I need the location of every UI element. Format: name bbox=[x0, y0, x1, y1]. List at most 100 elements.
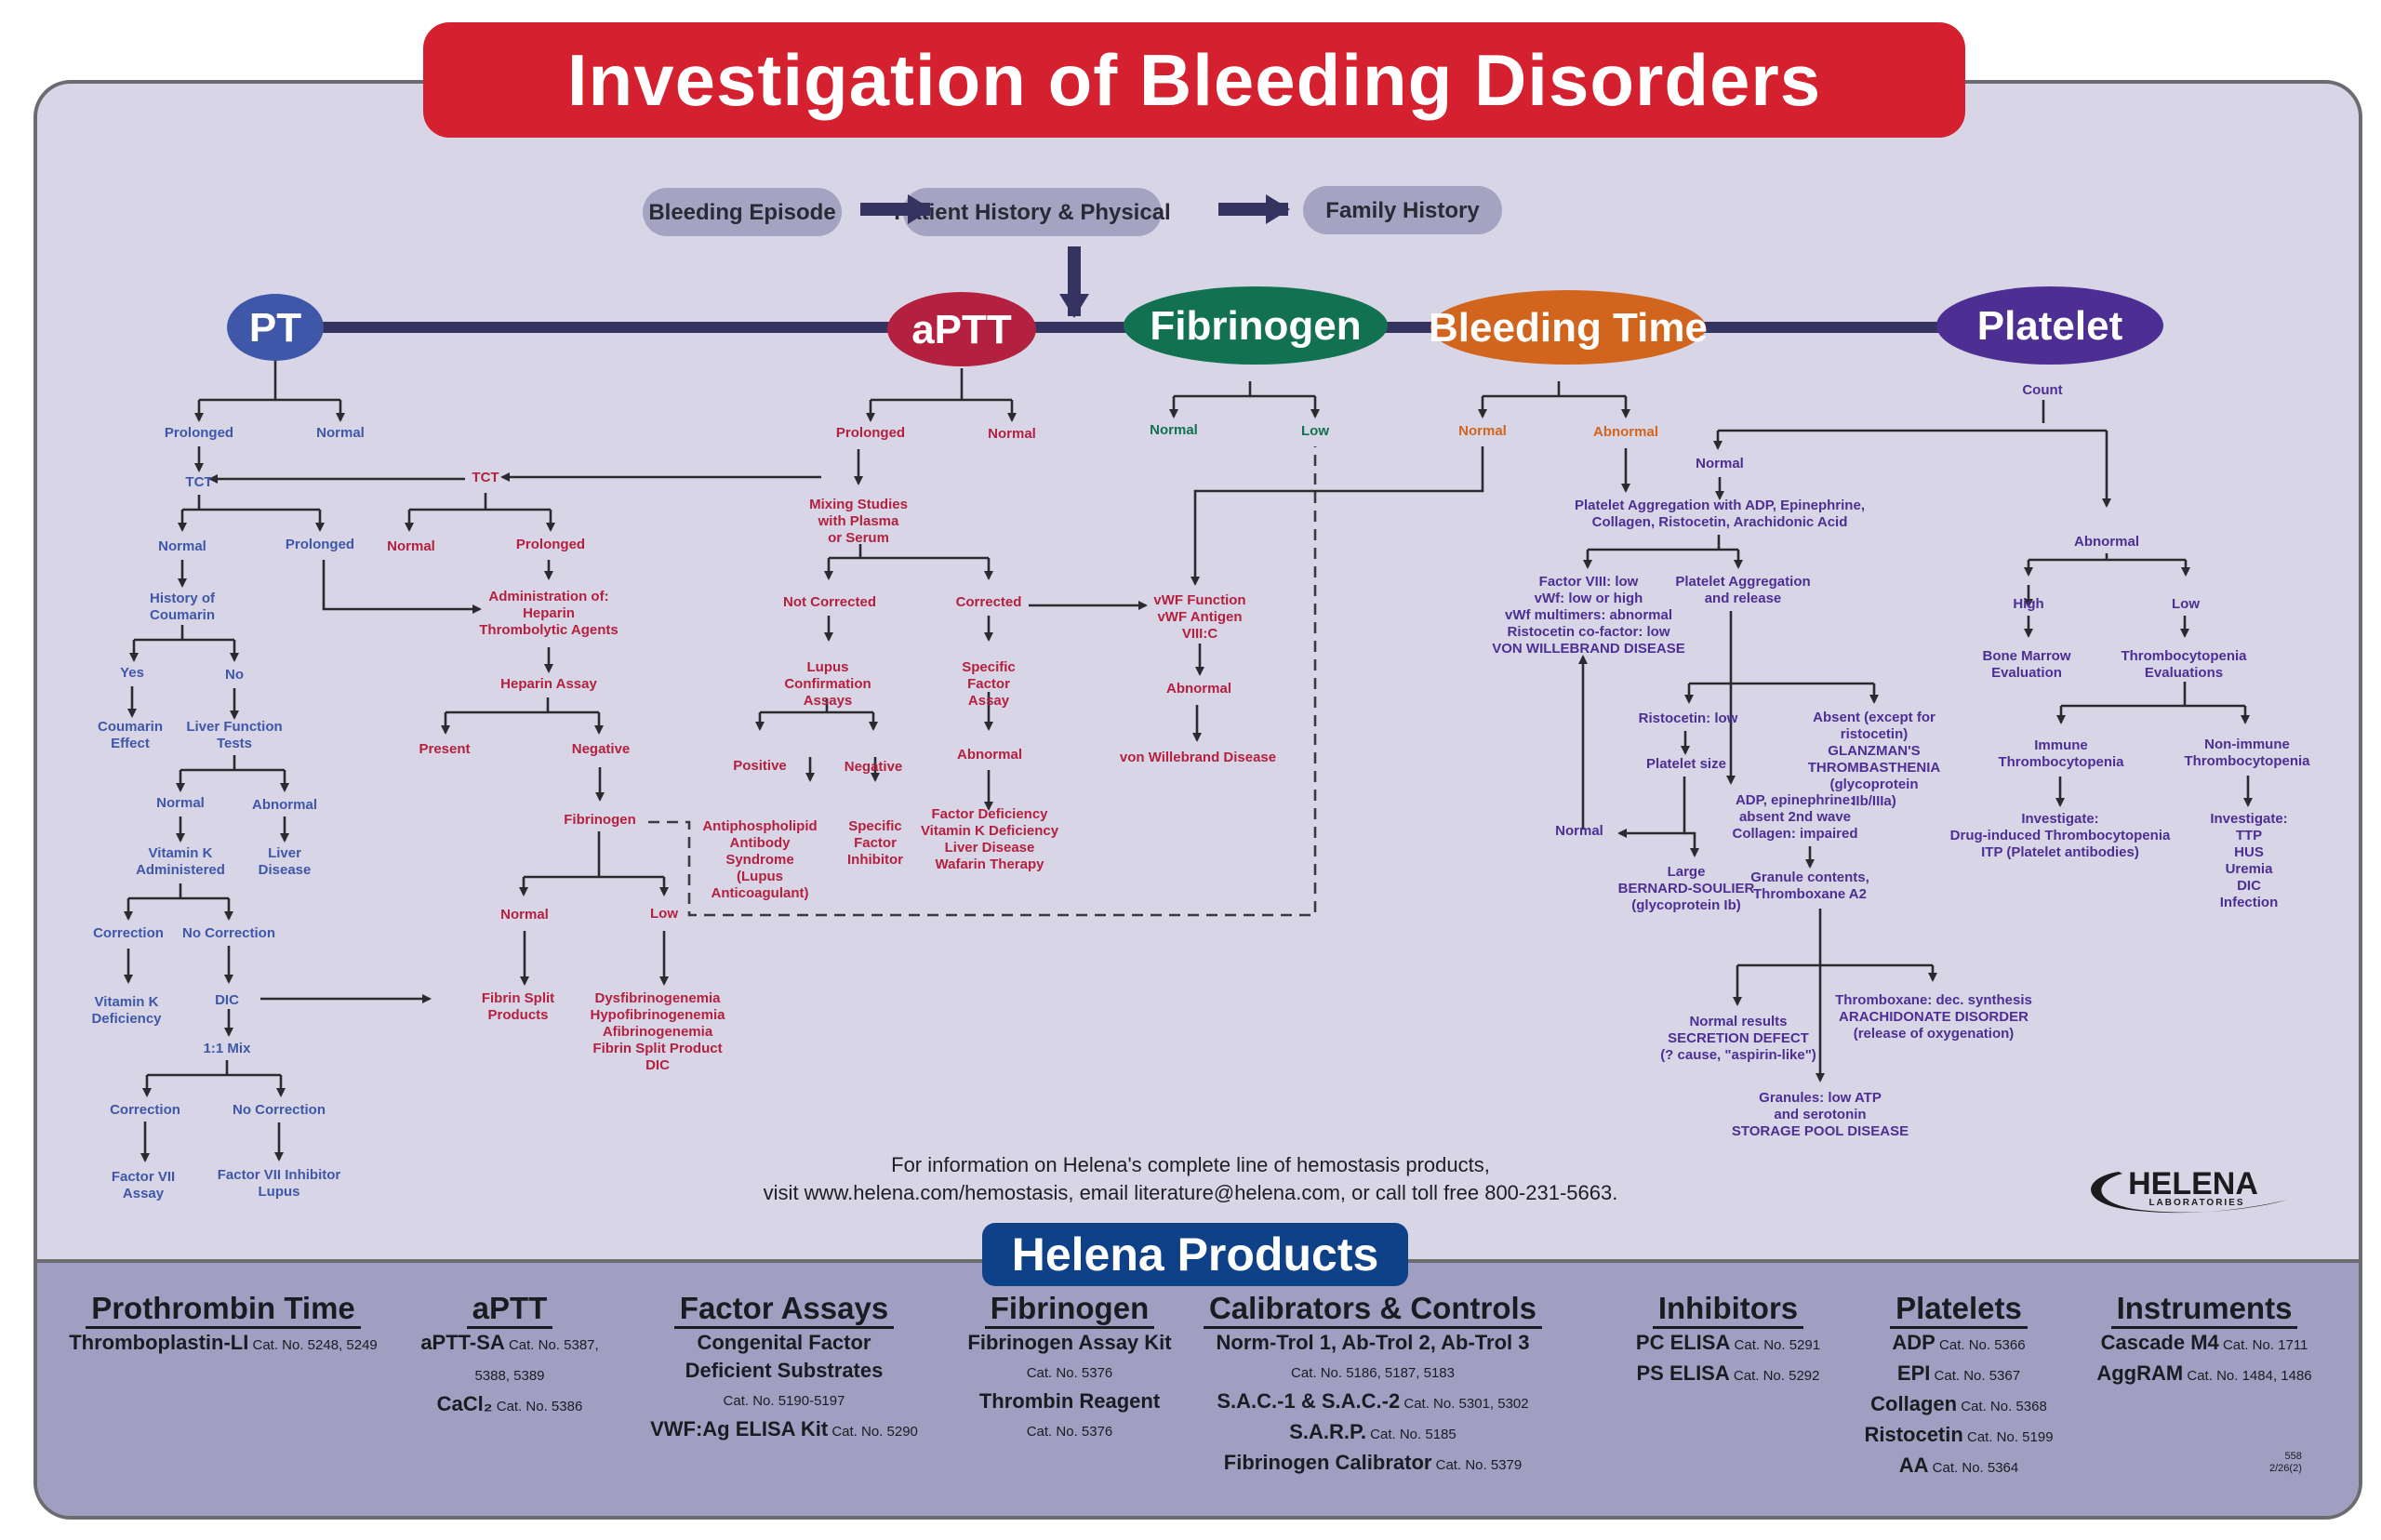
product-name: EPI bbox=[1896, 1361, 1931, 1385]
product-item: Cat. No. 5186, 5187, 5183 bbox=[1187, 1357, 1559, 1387]
catalog-number: Cat. No. 5248, 5249 bbox=[248, 1337, 378, 1353]
oval-aptt-label: aPTT bbox=[911, 307, 1012, 352]
product-name: Thromboplastin-LI bbox=[69, 1331, 249, 1354]
product-name: Fibrinogen Calibrator bbox=[1223, 1451, 1432, 1474]
lupus-positive: Positive bbox=[733, 758, 787, 774]
product-name: PS ELISA bbox=[1636, 1361, 1730, 1385]
arrow-connector bbox=[1190, 446, 1484, 586]
fibrinogen-branch-low: Low bbox=[1301, 423, 1329, 439]
product-item: Thrombin Reagent bbox=[884, 1387, 1256, 1415]
product-item: Thromboplastin-LI Cat. No. 5248, 5249 bbox=[37, 1329, 409, 1360]
catalog-number: Cat. No. 5199 bbox=[1962, 1429, 2054, 1445]
helena-logo: HELENA LABORATORIES bbox=[2091, 1166, 2288, 1214]
von-willebrand-disease: von Willebrand Disease bbox=[1120, 750, 1276, 765]
pt-tct-normal: Normal bbox=[158, 538, 206, 554]
product-item: ADP Cat. No. 5366 bbox=[1773, 1329, 2145, 1360]
not-corrected: Not Corrected bbox=[783, 594, 876, 610]
product-name: aPTT-SA bbox=[420, 1331, 505, 1354]
vit-k-correction: Correction bbox=[93, 925, 164, 941]
platelet-aggregation-panel: Platelet Aggregation with ADP, Epinephri… bbox=[1575, 498, 1865, 530]
platelet-abnormal: Abnormal bbox=[2074, 534, 2139, 550]
products-banner: Helena Products bbox=[982, 1223, 1408, 1286]
vwf-abnormal: Abnormal bbox=[1166, 681, 1231, 697]
coumarin-no: No bbox=[225, 667, 244, 683]
product-column-heading: Factor Assays bbox=[673, 1291, 895, 1329]
product-item: AggRAM Cat. No. 1484, 1486 bbox=[2018, 1360, 2381, 1390]
code-note: 558 2/26(2) bbox=[2269, 1451, 2302, 1475]
product-item: Fibrinogen Calibrator Cat. No. 5379 bbox=[1187, 1449, 1559, 1480]
product-name: Norm-Trol 1, Ab-Trol 2, Ab-Trol 3 bbox=[1216, 1331, 1530, 1354]
arrow-connector bbox=[322, 560, 482, 614]
aptt-prolonged: Prolonged bbox=[836, 425, 905, 441]
patient-history-pill bbox=[903, 188, 1162, 236]
product-item: Cat. No. 5190-5197 bbox=[598, 1385, 970, 1415]
granule-contents: Granule contents,Thromboxane A2 bbox=[1750, 870, 1869, 902]
oval-fibrinogen-label: Fibrinogen bbox=[1150, 303, 1361, 349]
catalog-number: Cat. No. 1484, 1486 bbox=[2183, 1368, 2312, 1384]
product-column-heading: Platelets bbox=[1890, 1291, 2028, 1329]
heparin-negative: Negative bbox=[572, 741, 631, 757]
connector-lines bbox=[124, 361, 2253, 1162]
catalog-number: Cat. No. 5367 bbox=[1930, 1368, 2021, 1384]
bleeding-time-normal: Normal bbox=[1458, 423, 1507, 439]
platelet-count: Count bbox=[2022, 382, 2062, 398]
product-item: Ristocetin Cat. No. 5199 bbox=[1773, 1421, 2145, 1452]
product-column-heading: Calibrators & Controls bbox=[1203, 1291, 1543, 1329]
product-column-heading: Instruments bbox=[2110, 1291, 2298, 1329]
factor-assay-abnormal: Abnormal bbox=[957, 747, 1022, 763]
catalog-number: Cat. No. 5376 bbox=[1026, 1365, 1113, 1381]
bleeding-episode-pill-label: Bleeding Episode bbox=[648, 200, 835, 225]
product-item: aPTT-SA Cat. No. 5387, bbox=[324, 1329, 696, 1360]
product-item: Norm-Trol 1, Ab-Trol 2, Ab-Trol 3 bbox=[1187, 1329, 1559, 1357]
aptt-fibrinogen-test: Fibrinogen bbox=[564, 812, 636, 828]
oval-pt bbox=[227, 294, 324, 361]
product-item: PC ELISA Cat. No. 5291 bbox=[1542, 1329, 1914, 1360]
platelet-size-normal: Normal bbox=[1555, 823, 1603, 839]
oval-bleeding-time-label: Bleeding Time bbox=[1429, 305, 1708, 351]
vit-k-no-correction: No Correction bbox=[182, 925, 275, 941]
product-column-heading: Inhibitors bbox=[1652, 1291, 1804, 1329]
corrected: Corrected bbox=[956, 594, 1022, 610]
pt-dic: DIC bbox=[215, 992, 239, 1008]
product-name: ADP bbox=[1892, 1331, 1935, 1354]
logo-name: HELENA bbox=[2128, 1166, 2258, 1201]
fibrinogen-normal: Normal bbox=[500, 907, 549, 923]
family-history-pill bbox=[1303, 186, 1502, 234]
aptt-normal: Normal bbox=[988, 426, 1036, 442]
catalog-number: Cat. No. 5290 bbox=[828, 1424, 918, 1440]
product-name: Collagen bbox=[1870, 1392, 1958, 1415]
heparin-assay: Heparin Assay bbox=[500, 676, 597, 692]
product-column-heading: Prothrombin Time bbox=[86, 1291, 361, 1329]
product-name: PC ELISA bbox=[1635, 1331, 1731, 1354]
pt-prolonged: Prolonged bbox=[165, 425, 233, 441]
contact-info: For information on Helena's complete lin… bbox=[651, 1151, 1730, 1207]
product-item: S.A.R.P. Cat. No. 5185 bbox=[1187, 1418, 1559, 1449]
info-line-1: For information on Helena's complete lin… bbox=[891, 1153, 1490, 1176]
info-line-2: visit www.helena.com/hemostasis, email l… bbox=[763, 1181, 1618, 1204]
product-item: Fibrinogen Assay Kit bbox=[884, 1329, 1256, 1357]
product-item: VWF:Ag ELISA Kit Cat. No. 5290 bbox=[598, 1415, 970, 1446]
connector-line bbox=[648, 446, 1317, 917]
product-item: CaCl₂ Cat. No. 5386 bbox=[324, 1390, 696, 1421]
mix-correction: Correction bbox=[110, 1102, 180, 1118]
platelet-high: High bbox=[2013, 596, 2043, 612]
